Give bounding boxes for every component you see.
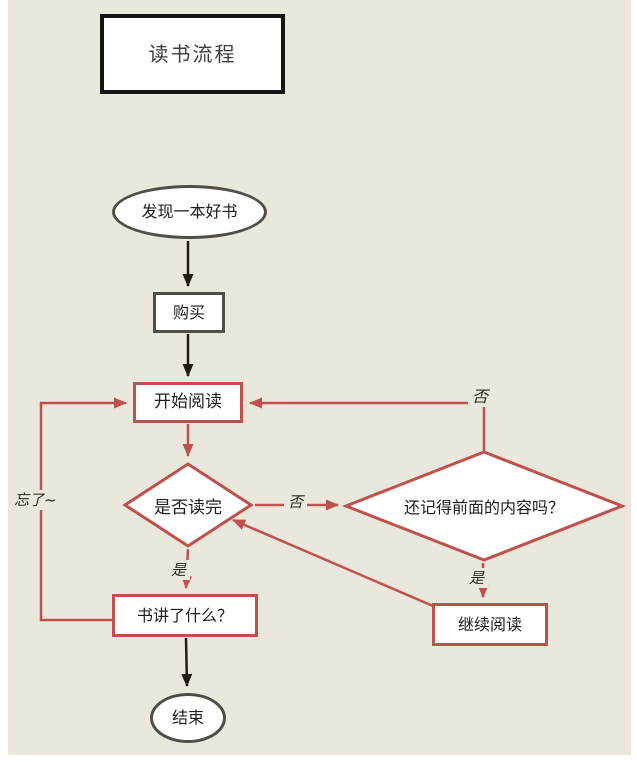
node-start-reading-label: 开始阅读 [154, 392, 222, 412]
node-finished-reading-label: 是否读完 [154, 497, 222, 518]
edge-forgot-what-to-read [39, 397, 127, 622]
diamond-shape [122, 462, 254, 548]
edge-label-forgot: 忘了~ [10, 490, 61, 510]
node-buy: 购买 [153, 292, 225, 333]
edge-remember-no-to-read [249, 397, 486, 451]
node-remember-content: 还记得前面的内容吗？ [341, 450, 627, 562]
diagram-title: 读书流程 [100, 14, 285, 94]
node-end: 结束 [150, 693, 226, 743]
node-continue-reading-label: 继续阅读 [457, 614, 522, 634]
node-book-about: 书讲了什么？ [112, 594, 258, 637]
edge-what-to-end [181, 637, 193, 687]
edge-label-finished-yes: 是 [167, 560, 191, 580]
node-buy-label: 购买 [172, 302, 205, 322]
edge-label-finished-no: 否 [284, 492, 308, 512]
diagram-title-label: 读书流程 [148, 42, 237, 66]
node-start-reading: 开始阅读 [133, 382, 243, 423]
node-book-about-label: 书讲了什么？ [136, 605, 233, 625]
node-end-label: 结束 [171, 708, 204, 727]
node-finished-reading: 是否读完 [122, 462, 254, 548]
node-start: 发现一本好书 [112, 185, 267, 239]
edge-label-remember-no: 否 [468, 386, 493, 408]
node-remember-content-label: 还记得前面的内容吗？ [403, 498, 564, 517]
edge-label-remember-yes: 是 [465, 568, 489, 588]
diamond-shape [341, 450, 627, 562]
edge-continue-to-finished [232, 518, 434, 608]
node-start-label: 发现一本好书 [141, 202, 238, 221]
node-continue-reading: 继续阅读 [432, 603, 548, 646]
